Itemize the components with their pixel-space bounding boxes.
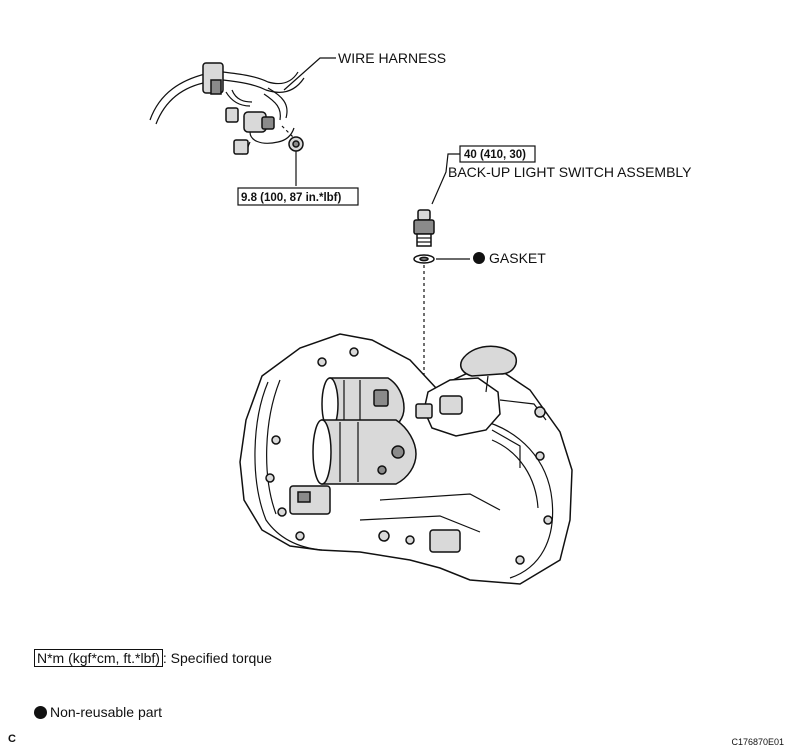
transmission-assembly <box>239 333 573 585</box>
harness-bolt <box>281 125 304 186</box>
bolt-torque-value: 9.8 (100, 87 in.*lbf) <box>241 192 342 204</box>
bolt-torque-box <box>237 187 359 206</box>
legend-nonreusable: Non-reusable part <box>34 704 162 720</box>
gasket-nonreusable-dot <box>473 252 485 264</box>
switch-torque-value: 40 (410, 30) <box>464 149 526 161</box>
switch-leader <box>431 153 460 205</box>
gasket-label: GASKET <box>489 250 546 266</box>
legend-torque-box: N*m (kgf*cm, ft.*lbf) <box>34 649 163 667</box>
legend-torque: N*m (kgf*cm, ft.*lbf): Specified torque <box>34 649 272 667</box>
corner-letter: C <box>8 733 16 745</box>
figure-code: C176870E01 <box>731 737 784 747</box>
backup-light-switch <box>413 209 435 247</box>
wire-harness <box>149 57 336 155</box>
gasket <box>413 252 485 264</box>
switch-name-label: BACK-UP LIGHT SWITCH ASSEMBLY <box>448 164 692 180</box>
wire-harness-label: WIRE HARNESS <box>338 50 446 66</box>
legend-nonreusable-text: Non-reusable part <box>50 704 163 720</box>
legend-torque-text: : Specified torque <box>162 650 272 666</box>
nonreusable-dot-icon <box>34 706 47 719</box>
